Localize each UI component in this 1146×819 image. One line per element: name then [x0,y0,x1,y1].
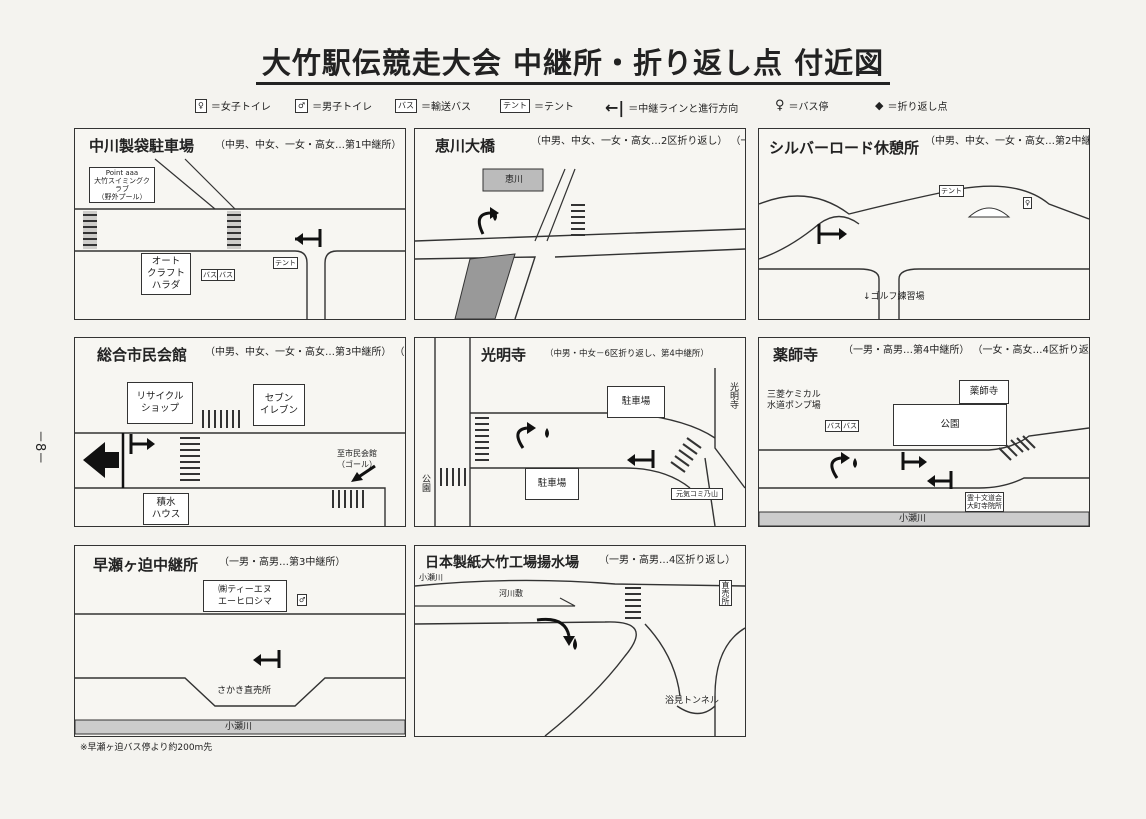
sekisui-house: 積水 ハウス [143,493,189,525]
turnaround-point-icon [853,458,857,468]
panel-title: 日本製紙大竹工場揚水場 [425,555,579,571]
river-label: 小瀬川 [225,722,253,732]
shuttle-bus-icon: バス [841,420,859,432]
toilet-icon: ♂ [297,594,308,606]
turnaround-point-icon: ◆ [875,99,884,112]
legend-mens-toilet: ♂＝男子トイレ [295,98,372,113]
shuttle-bus-icon: バス [217,269,235,281]
goal-label: 至市民会館 （ゴール） [337,449,377,469]
golf-range-label: ↓ゴルフ練習場 [863,292,925,302]
footnote: ※早瀬ヶ迫バス停より約200m先 [80,743,213,753]
road-map-nippon-paper [415,579,745,736]
womens-toilet-icon: ♀ [195,98,207,113]
mens-toilet-icon: ♂ [295,98,309,113]
egawa-label: 恵川 [505,175,524,185]
riverbed-label: 河川敷 [499,589,523,598]
legend-womens-toilet: ♀＝女子トイレ [195,98,271,113]
turnaround-point-icon [573,638,577,650]
panel-note: （一男・高男…第4中継所） （一女・高女…4区折り返し、第4中継所） [843,345,1089,356]
recycle-shop: リサイクル ショップ [127,382,193,424]
panel-title: 光明寺 [481,346,527,364]
swimming-club-sign: Point aaa 大竹スイミングクラブ （野外プール） [89,167,155,203]
yakushiji-temple: 薬師寺 [959,380,1009,404]
legend: ♀＝女子トイレ ♂＝男子トイレ バス＝輸送バス テント＝テント ←|＝中継ライン… [195,98,955,118]
panel-note: （中男、中女、一女・高女…第1中継所） [215,140,402,151]
panel-hayasegasako: 早瀬ヶ迫中継所 （一男・高男…第3中継所） ㈱ティーエヌ エーヒロシマ ♂ さか… [74,545,406,737]
parking-lot: 駐車場 [525,468,579,500]
road-map-komyoji [434,338,745,526]
bus-stop-icon: ♀ [775,98,785,113]
road-map-hayasegasako [75,613,405,735]
seven-eleven: セブン イレブン [253,384,305,426]
toilet-facility: 元気コミ乃山 [671,488,723,500]
panel-note: （中男・中女－6区折り返し、第4中継所） [545,349,709,359]
road-map-yakushiji [759,427,1089,526]
auto-craft-harada: オート クラフト ハラダ [141,253,191,295]
tent-icon: テント [939,185,964,197]
legend-bus-stop: ♀＝バス停 [775,98,829,113]
toilet-icon: ♀ [1023,197,1033,209]
tna-hiroshima: ㈱ティーエヌ エーヒロシマ [203,580,287,612]
store-label: 直売所 [719,580,732,606]
panel-nakagawa-parking: 中川製袋駐車場 （中男、中女、一女・高女…第1中継所） Point aaa 大竹… [74,128,406,320]
panel-title: シルバーロード休憩所 [769,139,920,157]
park: 公園 [893,404,1007,446]
panel-silver-road: シルバーロード休憩所 （中男、中女、一女・高女…第2中継所） （一男・高男…第1… [758,128,1090,320]
panel-civic-hall: 総合市民会館 （中男、中女、一女・高女…第3中継所） （一般・高男…第2中継所）… [74,337,406,527]
parking-lot: 駐車場 [607,386,665,418]
sakaki-market-label: さかき直売所 [217,686,272,696]
page-number: －8－ [32,430,47,465]
temple-sign: 霊十文道会 大町寺院所 [965,492,1004,512]
legend-turnaround: ◆＝折り返し点 [875,99,948,113]
map-title: 大竹駅伝競走大会 中継所・折り返し点 付近図 [0,40,1146,85]
komyoji-temple-label: 光明寺 [728,382,738,409]
panel-nippon-paper: 日本製紙大竹工場揚水場 （一男・高男…4区折り返し） 小瀬川 河川敷 直売所 浴… [414,545,746,737]
legend-relay-line: ←|＝中継ラインと進行方向 [605,98,739,117]
river-label: 小瀬川 [419,573,443,582]
panel-note: （中男、中女、一女・高女…2区折り返し） （一男・高男…1区折り返し） [531,136,745,147]
panel-title: 総合市民会館 [97,346,188,364]
panel-title: 中川製袋駐車場 [89,137,195,155]
turnaround-point-icon [545,428,549,438]
mitsubishi-chemical-label: 三菱ケミカル 水道ポンプ場 [767,390,821,411]
big-arrow-icon [83,442,119,478]
turnaround-point-icon [493,211,497,221]
legend-tent: テント＝テント [500,98,574,113]
tent-icon: テント [273,257,298,269]
panel-note: （一男・高男…4区折り返し） [599,555,736,566]
road-map-silver-road [759,185,1089,319]
park-label: 公園 [420,474,430,492]
panel-yakushiji: 薬師寺 （一男・高男…第4中継所） （一女・高女…4区折り返し、第4中継所） 三… [758,337,1090,527]
road-map-egawa [415,168,745,319]
panel-title: 薬師寺 [773,346,819,364]
shuttle-bus-icon: バス [201,269,219,281]
legend-shuttle-bus: バス＝輸送バス [395,98,471,113]
tunnel-label: 浴見トンネル [665,696,719,706]
road-map-civic-hall [75,410,405,526]
panel-egawa-bridge: 恵川大橋 （中男、中女、一女・高女…2区折り返し） （一男・高男…1区折り返し）… [414,128,746,320]
panel-komyoji: 光明寺 （中男・中女－6区折り返し、第4中継所） 駐車場 駐車場 光明寺 公園 … [414,337,746,527]
shuttle-bus-icon: バス [825,420,843,432]
panel-note: （中男、中女、一女・高女…第2中継所） （一男・高男…第1中継所） [925,136,1089,147]
panel-note: （一男・高男…第3中継所） [219,557,346,568]
river-label: 小瀬川 [899,514,927,524]
panel-title: 恵川大橋 [435,137,496,155]
panel-note: （中男、中女、一女・高女…第3中継所） （一般・高男…第2中継所） [205,347,405,358]
tent-icon: テント [500,98,530,113]
shuttle-bus-icon: バス [395,98,417,113]
panel-title: 早瀬ヶ迫中継所 [93,556,199,574]
road-map-nakagawa [75,158,405,319]
relay-line-arrow-icon: ←| [605,98,625,117]
